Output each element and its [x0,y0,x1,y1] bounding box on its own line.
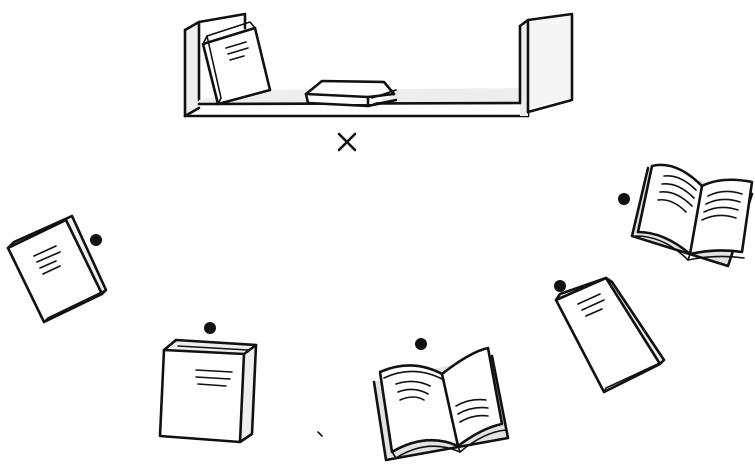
dot-book-left [90,234,102,246]
stray-mark [318,432,322,436]
shelf-book-upright [203,22,270,104]
book-left [8,216,106,322]
book-bottom-center [374,348,508,460]
dot-book-bottom-left [204,322,216,334]
dot-book-right-lower [554,280,566,292]
dot-book-bottom-center [415,338,427,350]
book-bottom-left [160,340,256,442]
book-right-lower [556,278,664,392]
dot-book-right-upper [618,193,630,205]
book-right-upper [632,165,752,266]
x-marker [339,134,355,150]
shelf-book-flat [306,80,396,106]
